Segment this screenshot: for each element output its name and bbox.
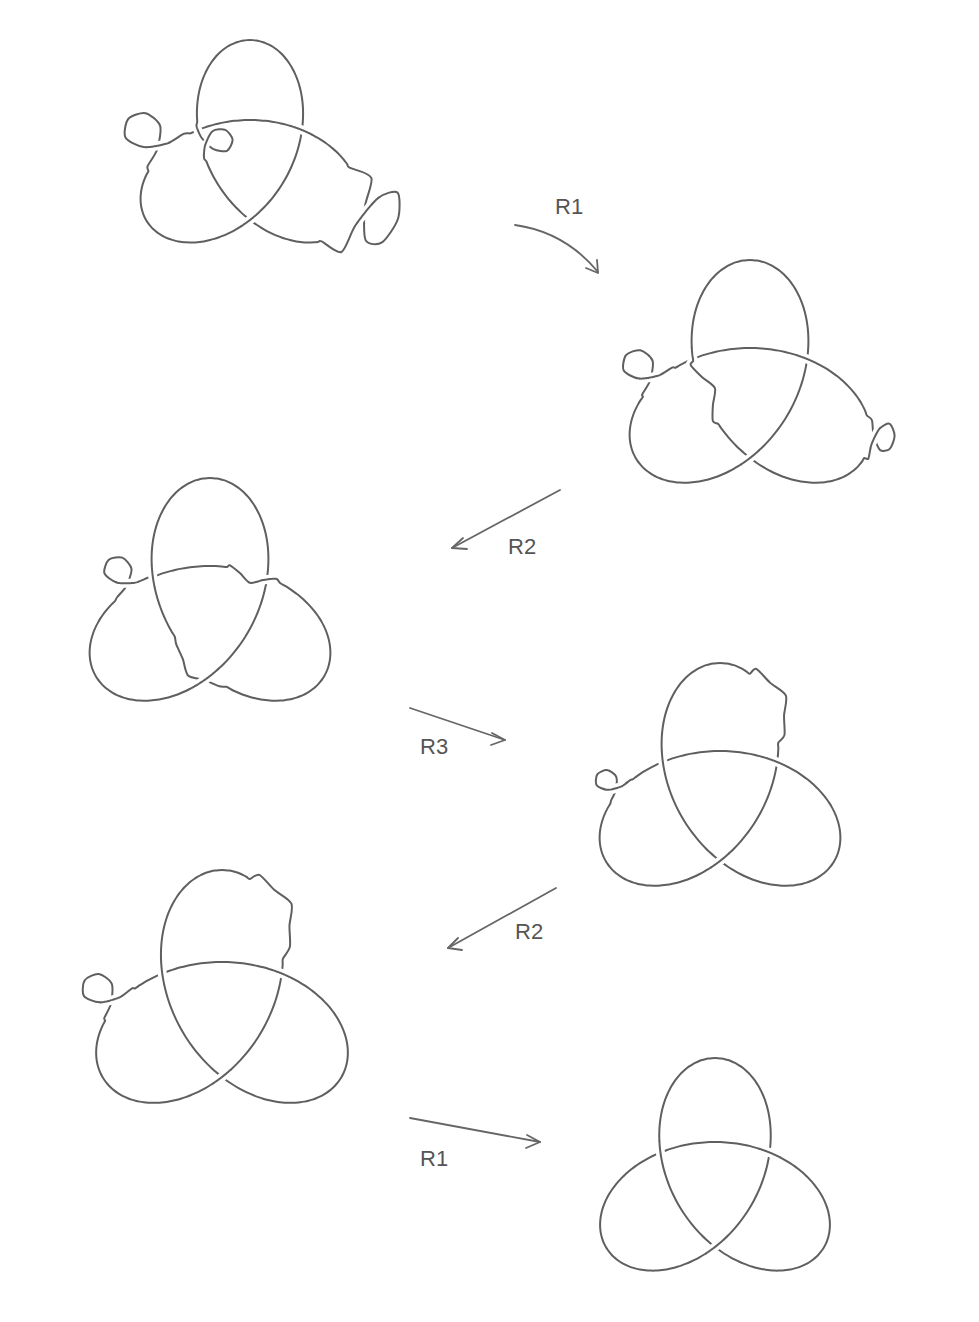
- knot-strand: [117, 582, 139, 584]
- knot-strand: [358, 205, 372, 222]
- knot-strand: [605, 784, 626, 790]
- arrow-head: [586, 260, 598, 273]
- crossing-gap: [358, 205, 372, 222]
- arrow-head: [452, 538, 467, 549]
- knot-strand: [691, 348, 694, 368]
- move-label: R2: [515, 920, 543, 944]
- move-label: R2: [508, 535, 536, 559]
- crossing-gap: [711, 854, 728, 867]
- knot-strand: [271, 970, 291, 978]
- crossing-gap: [101, 996, 122, 1002]
- knot-diagram: [596, 663, 841, 886]
- knot-strand: [213, 1070, 230, 1083]
- crossing-gap: [605, 784, 626, 790]
- crossing-gap: [292, 126, 312, 134]
- knot-diagram: [83, 870, 348, 1103]
- crossing-gap: [871, 428, 880, 448]
- crossing-gap: [706, 1240, 723, 1253]
- knot-strand: [256, 579, 277, 582]
- crossing-gap: [241, 213, 258, 226]
- crossing-gap: [662, 751, 665, 773]
- crossing-gap: [213, 1070, 230, 1083]
- crossing-gap: [741, 451, 758, 464]
- knot-strand: [871, 428, 880, 448]
- knot-strand: [759, 1149, 779, 1157]
- knot-strand: [125, 40, 400, 252]
- arrow-head: [526, 1135, 540, 1148]
- move-label: R3: [420, 735, 448, 759]
- arrow-head: [491, 733, 505, 745]
- knot-strand: [797, 355, 817, 363]
- crossing-gap: [117, 582, 139, 584]
- knot-strand: [101, 996, 122, 1002]
- crossing-gap: [759, 1149, 779, 1157]
- knot-strand: [292, 126, 312, 134]
- knot-diagram: [125, 40, 400, 252]
- crossing-gap: [161, 963, 164, 985]
- knot-strand: [152, 566, 155, 588]
- knot-strand: [83, 870, 348, 1103]
- knot-strand: [640, 374, 661, 378]
- knot-strand: [741, 451, 758, 464]
- knot-diagram: [90, 478, 331, 701]
- crossing-gap: [152, 566, 155, 588]
- knot-diagram: [623, 260, 895, 483]
- arrow-head: [448, 938, 462, 950]
- knot-strand: [623, 260, 895, 483]
- knot-strand: [596, 663, 841, 886]
- knot-strand: [90, 478, 331, 701]
- knot-strand: [241, 213, 258, 226]
- knot-strand: [161, 963, 164, 985]
- move-arrow: [448, 888, 556, 948]
- crossing-gap: [797, 355, 817, 363]
- knot-strand: [659, 1142, 662, 1164]
- knot-strand: [196, 119, 203, 139]
- knot-strand: [662, 751, 665, 773]
- crossing-gap: [691, 348, 694, 368]
- knot-strand: [706, 1240, 723, 1253]
- crossing-gap: [256, 579, 277, 582]
- knot-diagram: [600, 1058, 830, 1271]
- crossing-gap: [659, 1142, 662, 1164]
- move-label: R1: [420, 1147, 448, 1171]
- move-arrow: [515, 225, 598, 272]
- crossing-gap: [640, 374, 661, 378]
- crossing-gap: [147, 143, 169, 147]
- crossing-gap: [271, 970, 291, 978]
- knot-strand: [195, 674, 213, 687]
- crossing-gap: [196, 119, 203, 139]
- move-arrow: [410, 1118, 540, 1142]
- knot-strand: [767, 758, 787, 766]
- crossing-gap: [767, 758, 787, 766]
- knot-strand: [711, 854, 728, 867]
- knot-strand: [147, 143, 169, 147]
- crossing-gap: [195, 674, 213, 687]
- knot-strand: [600, 1058, 830, 1271]
- move-label: R1: [555, 195, 583, 219]
- move-arrow: [452, 490, 560, 548]
